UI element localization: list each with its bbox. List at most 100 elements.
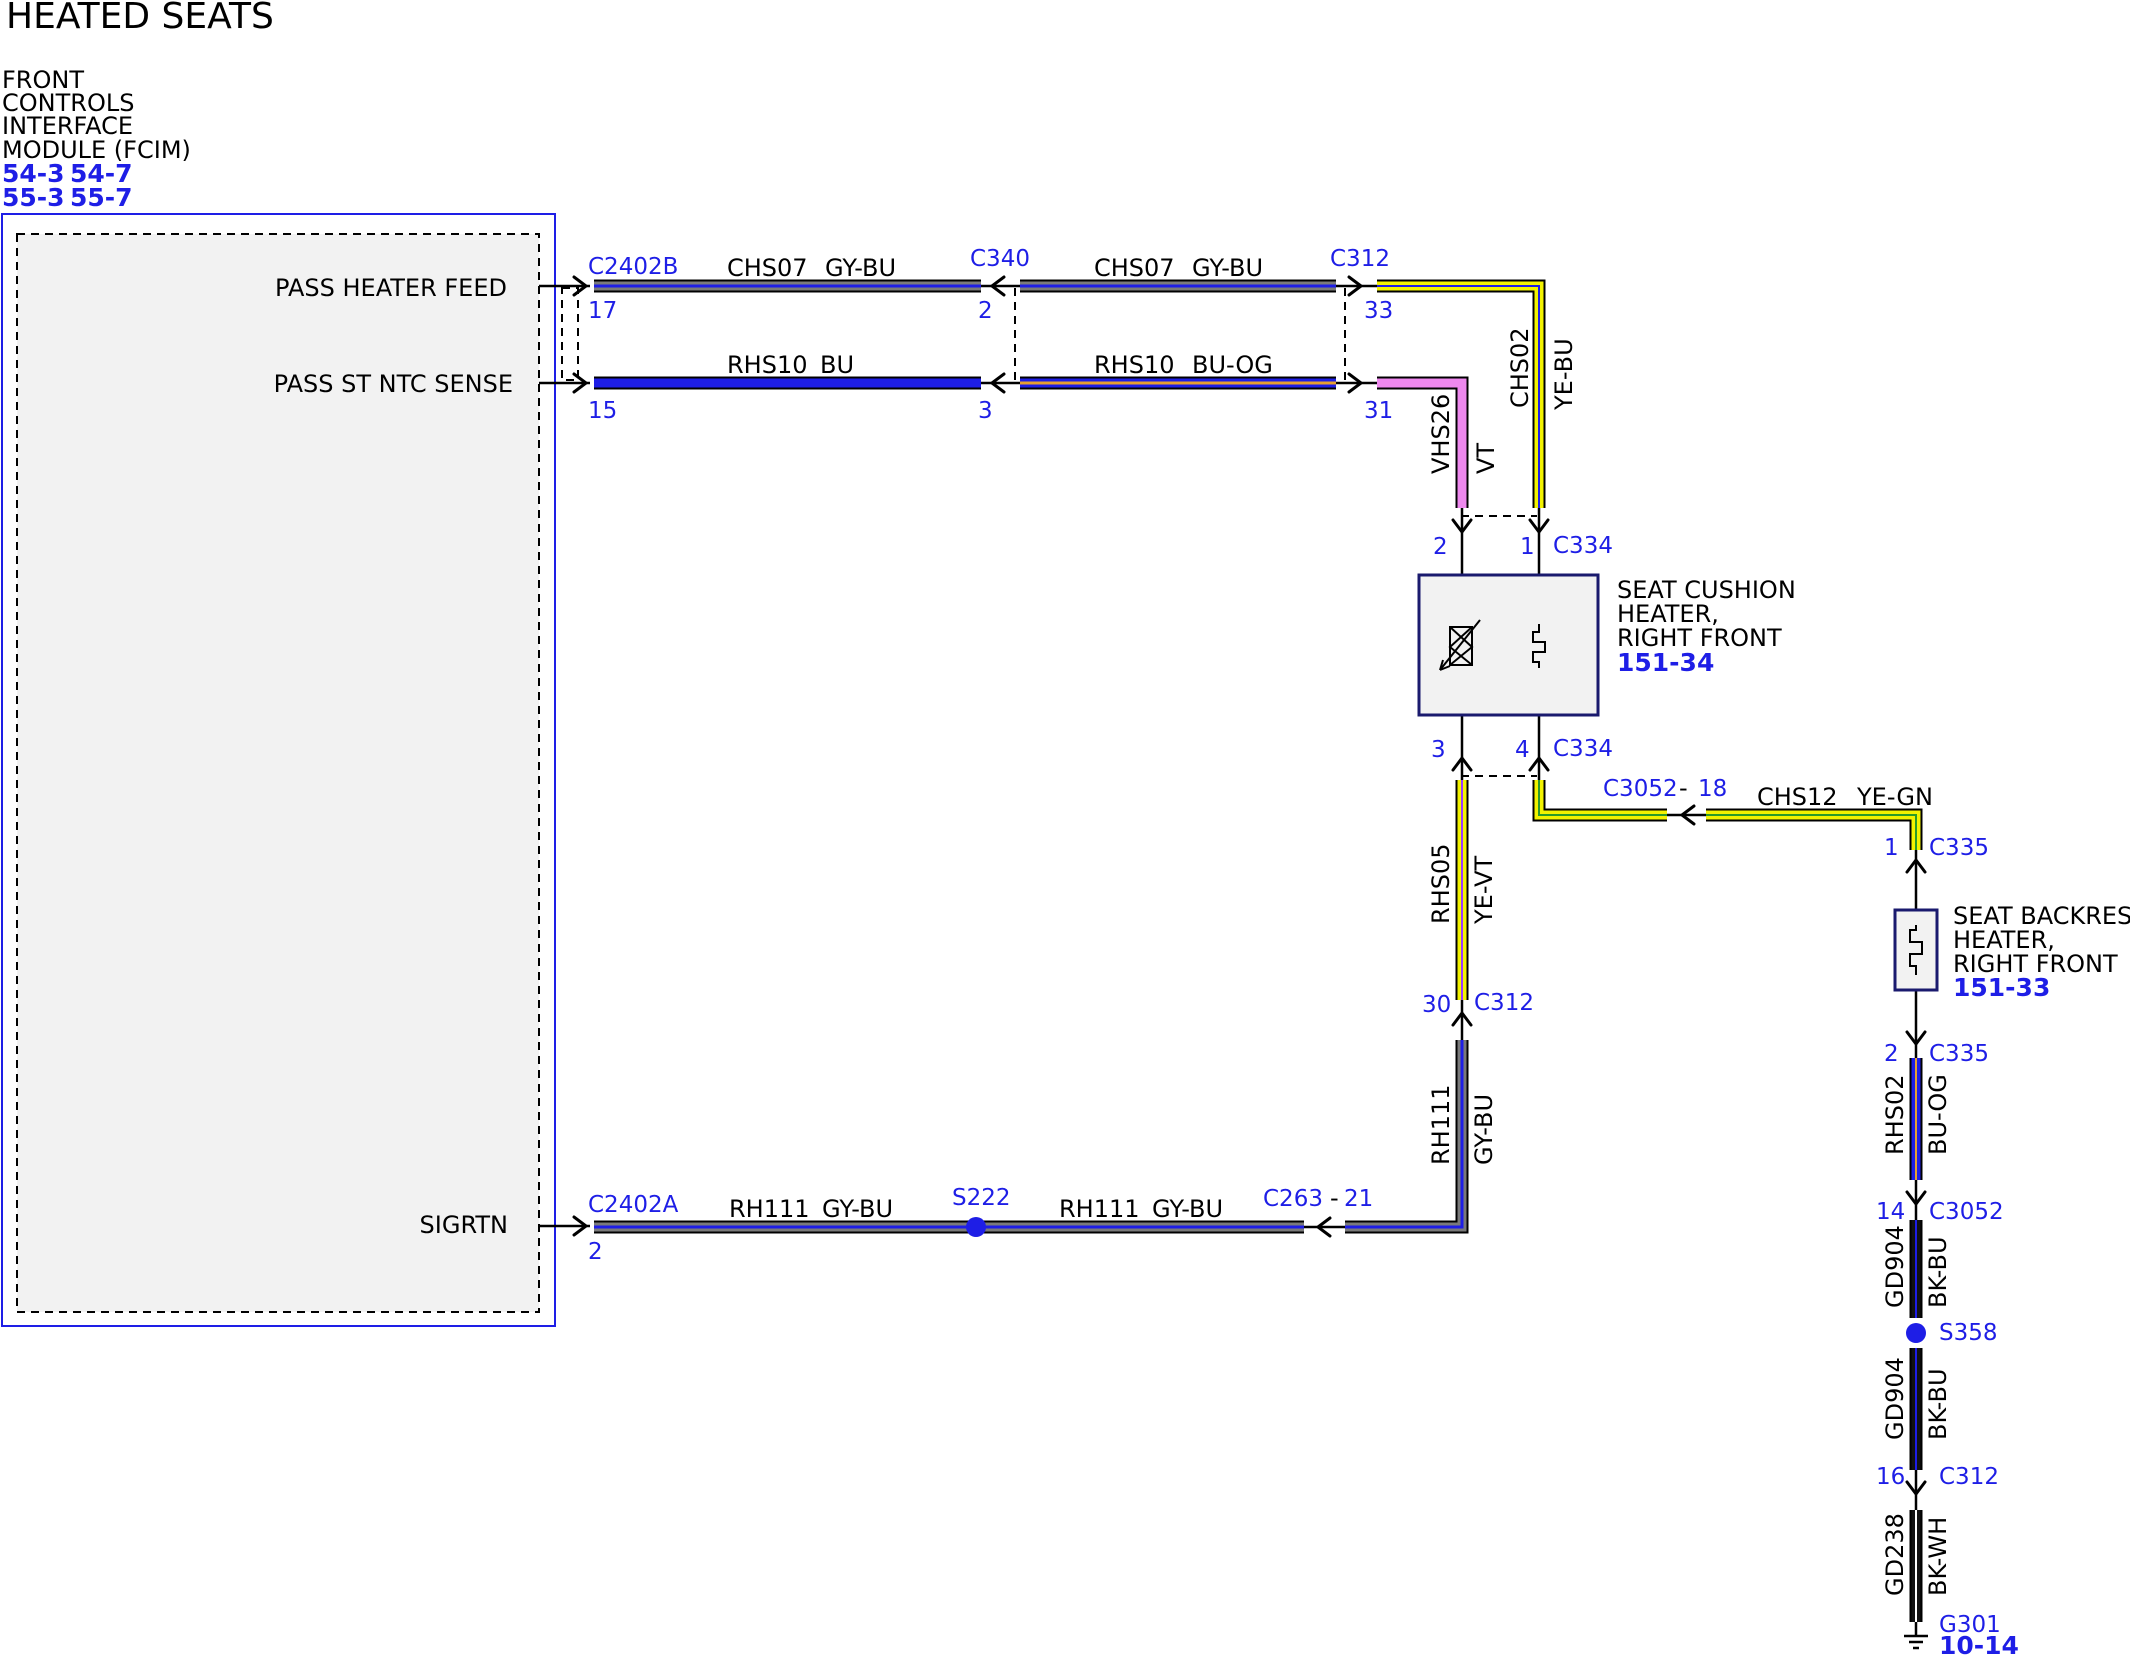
ground-label-g301: G301 [1939, 1612, 2001, 1638]
wire-color-label: BU [820, 351, 854, 379]
heater-element-icon [1532, 624, 1546, 668]
connector-c3052[interactable]: C3052 [1929, 1199, 2004, 1225]
pin-label-sigrtn: SIGRTN [420, 1211, 508, 1239]
wire-circuit-label: RHS10 [727, 351, 808, 379]
wire-color-label: YE-BU [1550, 338, 1578, 411]
pin-number: 2 [978, 298, 993, 324]
fcim-module: PASS HEATER FEED PASS ST NTC SENSE SIGRT… [1, 213, 556, 1327]
module-ref-link[interactable]: 55-7 [70, 183, 133, 212]
wire-color-label: BK-BU [1924, 1368, 1952, 1440]
connector-c312[interactable]: C312 [1939, 1464, 1999, 1490]
wire-circuit-label: RHS05 [1427, 844, 1455, 925]
pin-number: 2 [1433, 534, 1448, 560]
splice-s358[interactable] [1906, 1323, 1926, 1343]
module-label: FRONT CONTROLS INTERFACE MODULE (FCIM) 5… [2, 66, 191, 212]
module-inner-box [16, 233, 540, 1313]
wire-rh111-v[interactable] [1345, 1040, 1469, 1234]
splice-label-s222: S222 [952, 1185, 1011, 1211]
module-ref-link[interactable]: 55-3 [2, 183, 65, 212]
pin-number: 31 [1364, 398, 1393, 424]
wire-color-label: GY-BU [822, 1195, 893, 1223]
connector-c335[interactable]: C335 [1929, 835, 1989, 861]
wire-color-label: GY-BU [1192, 254, 1263, 282]
heater-element-icon [1909, 925, 1923, 975]
connector-c312[interactable]: C312 [1330, 246, 1390, 272]
pin-label-pass-st-ntc-sense: PASS ST NTC SENSE [274, 370, 513, 398]
pin-number: 2 [1884, 1041, 1899, 1067]
pin-number: 33 [1364, 298, 1393, 324]
splice-s222[interactable] [966, 1217, 986, 1237]
wire-circuit-label: RHS02 [1881, 1075, 1909, 1156]
wire-circuit-label: RHS10 [1094, 351, 1175, 379]
wire-circuit-label: RH111 [729, 1195, 810, 1223]
wire-color-label: BU-OG [1192, 351, 1273, 379]
wire-color-label: VT [1472, 443, 1500, 474]
component-label: HEATER, [1953, 926, 2055, 954]
component-label: RIGHT FRONT [1617, 624, 1782, 652]
wire-color-label: GY-BU [825, 254, 896, 282]
component-ref-link[interactable]: 151-34 [1617, 648, 1714, 677]
pin-number: 3 [978, 398, 993, 424]
ground-icon [1904, 1622, 1928, 1650]
wire-circuit-label: CHS12 [1757, 783, 1838, 811]
connector-c334[interactable]: C334 [1553, 736, 1613, 762]
component-label: HEATER, [1617, 600, 1719, 628]
pin-number: 2 [588, 1239, 603, 1265]
connector-c334[interactable]: C334 [1553, 533, 1613, 559]
module-name-line: INTERFACE [2, 112, 133, 140]
seat-backrest-heater[interactable] [1893, 908, 1939, 992]
wire-circuit-label: GD904 [1881, 1225, 1909, 1308]
pin-number: 16 [1876, 1464, 1905, 1490]
wire-vhs26[interactable] [1377, 376, 1469, 508]
module-outer-border [1, 213, 556, 1327]
module-name-line: CONTROLS [2, 89, 134, 117]
wire-color-label: GY-BU [1152, 1195, 1223, 1223]
connector-separator: - [1679, 774, 1688, 802]
pin-label-pass-heater-feed: PASS HEATER FEED [275, 274, 507, 302]
wire-circuit-label: RH111 [1059, 1195, 1140, 1223]
pin-number: 18 [1698, 776, 1727, 802]
wire-chs02[interactable] [1377, 279, 1546, 508]
connector-c263[interactable]: C263 [1263, 1186, 1323, 1212]
connector-c312[interactable]: C312 [1474, 990, 1534, 1016]
wire-color-label: YE-GN [1856, 783, 1933, 811]
pin-number: 21 [1344, 1186, 1373, 1212]
seat-cushion-heater[interactable] [1417, 573, 1600, 717]
connector-separator: - [1330, 1184, 1339, 1212]
pin-number: 1 [1520, 534, 1535, 560]
pin-number: 17 [588, 298, 617, 324]
wire-chs12-a[interactable] [1532, 780, 1667, 822]
pin-number: 15 [588, 398, 617, 424]
connector-c2402a[interactable]: C2402A [588, 1192, 679, 1218]
wire-circuit-label: GD904 [1881, 1357, 1909, 1440]
module-ref-link[interactable]: 54-3 [2, 159, 65, 188]
pin-number: 4 [1515, 737, 1530, 763]
page-title: HEATED SEATS [6, 0, 274, 37]
module-ref-link[interactable]: 54-7 [70, 159, 133, 188]
pin-number: 3 [1431, 737, 1446, 763]
connector-group-c2402b [561, 287, 579, 381]
component-label: SEAT CUSHION [1617, 576, 1796, 604]
wire-color-label: BK-BU [1924, 1236, 1952, 1308]
connector-c335[interactable]: C335 [1929, 1041, 1989, 1067]
connector-c2402b[interactable]: C2402B [588, 254, 678, 280]
wire-circuit-label: CHS07 [727, 254, 808, 282]
wire-color-label: GY-BU [1470, 1094, 1498, 1165]
component-label: SEAT BACKREST [1953, 902, 2130, 930]
wire-chs12[interactable] [1706, 808, 1923, 850]
wire-circuit-label: RH111 [1427, 1084, 1455, 1165]
wire-circuit-label: CHS07 [1094, 254, 1175, 282]
component-ref-link[interactable]: 151-33 [1953, 973, 2050, 1002]
component-label: RIGHT FRONT [1953, 950, 2118, 978]
connector-c340[interactable]: C340 [970, 246, 1030, 272]
splice-label-s358: S358 [1939, 1320, 1998, 1346]
ground-ref-link[interactable]: 10-14 [1939, 1631, 2019, 1656]
ntc-thermistor-icon [1439, 619, 1481, 671]
wire-color-label: BK-WH [1924, 1517, 1952, 1596]
pin-number: 1 [1884, 835, 1899, 861]
module-name-line: FRONT [2, 66, 84, 94]
wire-circuit-label: GD238 [1881, 1513, 1909, 1596]
connector-c3052[interactable]: C3052 [1603, 776, 1678, 802]
wire-color-label: YE-VT [1470, 856, 1498, 925]
